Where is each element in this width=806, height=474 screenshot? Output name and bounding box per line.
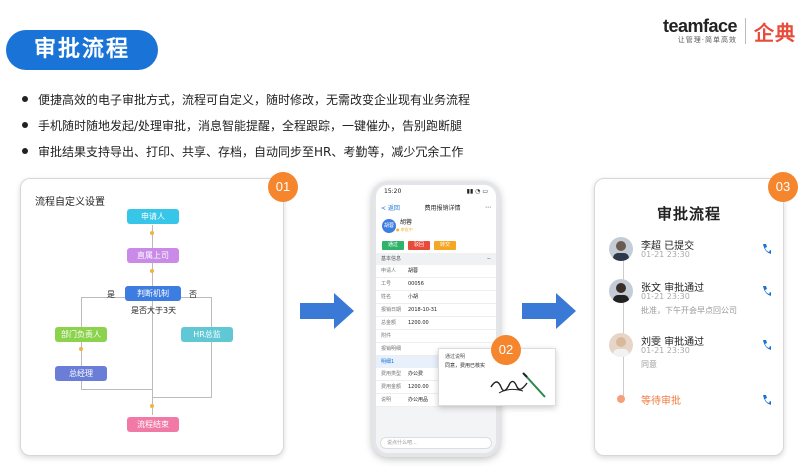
phone-icon[interactable]: [761, 339, 771, 351]
flow-node-applicant[interactable]: 申请人: [127, 209, 179, 224]
flow-dot: [79, 347, 83, 351]
phone-icon[interactable]: [761, 243, 771, 255]
flow-node-judge[interactable]: 判断机制: [125, 286, 181, 301]
flow-node-end[interactable]: 流程结束: [127, 417, 179, 432]
flow-dot: [150, 404, 154, 408]
action-buttons: 通过 驳回 转交: [376, 237, 496, 253]
flow-node-dept-head[interactable]: 部门负责人: [55, 327, 107, 342]
avatar: [609, 279, 633, 303]
step-badge: 03: [768, 172, 798, 202]
timeline-time: 01-21 23:30: [641, 346, 690, 355]
timeline-name: 张文 审批通过: [641, 283, 705, 294]
brand-divider: [745, 18, 746, 44]
flow-dot: [150, 269, 154, 273]
person-icon: [613, 283, 629, 303]
flow-node-direct-superior[interactable]: 直属上司: [127, 248, 179, 263]
timeline-line: [623, 249, 624, 399]
mobile-phone-mockup: 15:20 ▮▮ ◔ ▭ < 返回 费用报销详情 ⋯ 胡蓉 胡蓉 ● 审批中 通…: [372, 181, 500, 457]
flow-connector: [81, 297, 82, 351]
page-title: 审批流程: [6, 30, 158, 70]
brand-cn: 企典: [754, 20, 796, 45]
feature-item: 审批结果支持导出、打印、共享、存档，自动同步至HR、考勤等，减少冗余工作: [22, 138, 470, 164]
branch-no-label: 否: [189, 290, 197, 299]
phone-nav-bar: < 返回 费用报销详情 ⋯: [376, 199, 496, 215]
timeline-title: 审批流程: [656, 205, 721, 223]
phone-nav-title: 费用报销详情: [424, 204, 461, 212]
flow-dot: [150, 231, 154, 235]
back-button[interactable]: < 返回: [381, 204, 400, 212]
pending-dot-icon: [617, 395, 625, 403]
approval-timeline-panel: 审批流程 李超 已提交 01-21 23:30 张文 审批通过 01-21 23…: [594, 178, 784, 456]
applicant-name: 胡蓉: [400, 219, 413, 226]
signature-icon: [490, 372, 546, 398]
flow-node-hr-director[interactable]: HR总监: [181, 327, 233, 342]
timeline-note: 批准，下午开会早点回公司: [641, 306, 737, 315]
phone-icon[interactable]: [761, 394, 771, 406]
flow-condition-label: 是否大于3天: [131, 306, 177, 315]
arrow-right-icon: [522, 293, 576, 329]
brand-name: teamface: [662, 16, 738, 36]
collapse-icon[interactable]: −: [486, 256, 491, 262]
comment-input[interactable]: 说点什么吧...: [380, 437, 492, 449]
timeline-note: 同意: [641, 360, 657, 369]
step-badge: 01: [268, 172, 298, 202]
bullet-dot-icon: [22, 148, 28, 154]
transfer-button[interactable]: 转交: [434, 240, 456, 250]
bullet-dot-icon: [22, 96, 28, 102]
flow-connector: [152, 397, 212, 398]
person-icon: [613, 241, 629, 261]
feature-list: 便捷高效的电子审批方式，流程可自定义，随时修改，无需改变企业现有业务流程 手机随…: [22, 86, 470, 164]
reject-button[interactable]: 驳回: [408, 240, 430, 250]
arrow-right-icon: [300, 293, 354, 329]
pending-label: 等待审批: [641, 396, 681, 407]
person-icon: [613, 337, 629, 357]
field-row: 申请人胡蓉: [376, 265, 496, 278]
avatar: [609, 333, 633, 357]
phone-status-bar: 15:20 ▮▮ ◔ ▭: [376, 185, 496, 199]
timeline-time: 01-21 23:30: [641, 250, 690, 259]
timeline-time: 01-21 23:30: [641, 292, 690, 301]
bullet-dot-icon: [22, 122, 28, 128]
flow-connector: [81, 389, 153, 390]
branch-yes-label: 是: [107, 290, 115, 299]
flow-connector: [152, 225, 153, 415]
flow-node-general-manager[interactable]: 总经理: [55, 366, 107, 381]
feature-item: 手机随时随地发起/处理审批，消息智能提醒，全程跟踪，一键催办，告别跑断腿: [22, 112, 470, 138]
brand-logo: teamface 让管理·简单高效 企典: [663, 12, 796, 50]
signature-comment: 同意，费用已核实: [445, 363, 486, 369]
applicant-header: 胡蓉 胡蓉 ● 审批中: [376, 215, 496, 237]
avatar: 胡蓉: [382, 219, 396, 233]
timeline-name: 李超 已提交: [641, 241, 695, 252]
timeline-name: 刘雯 审批通过: [641, 337, 705, 348]
brand-tagline: 让管理·简单高效: [677, 36, 737, 44]
phone-icon[interactable]: [761, 285, 771, 297]
flow-settings-panel: 流程自定义设置 申请人 直属上司 是 否 判断机制 是否大于3天 部门负责人 H…: [20, 178, 284, 456]
avatar: [609, 237, 633, 261]
flow-connector: [211, 297, 212, 397]
approve-button[interactable]: 通过: [382, 240, 404, 250]
feature-item: 便捷高效的电子审批方式，流程可自定义，随时修改，无需改变企业现有业务流程: [22, 86, 470, 112]
flow-settings-title: 流程自定义设置: [35, 197, 105, 208]
signal-icon: ▮▮ ◔ ▭: [466, 188, 488, 195]
field-row: 附件: [376, 330, 496, 343]
signature-header: 通过说明: [445, 354, 466, 360]
more-icon[interactable]: ⋯: [484, 203, 491, 211]
step-badge: 02: [491, 335, 521, 365]
status-badge: ● 审批中: [396, 227, 413, 232]
field-row: 姓名小胡: [376, 291, 496, 304]
section-header: 基本信息−: [376, 253, 496, 265]
